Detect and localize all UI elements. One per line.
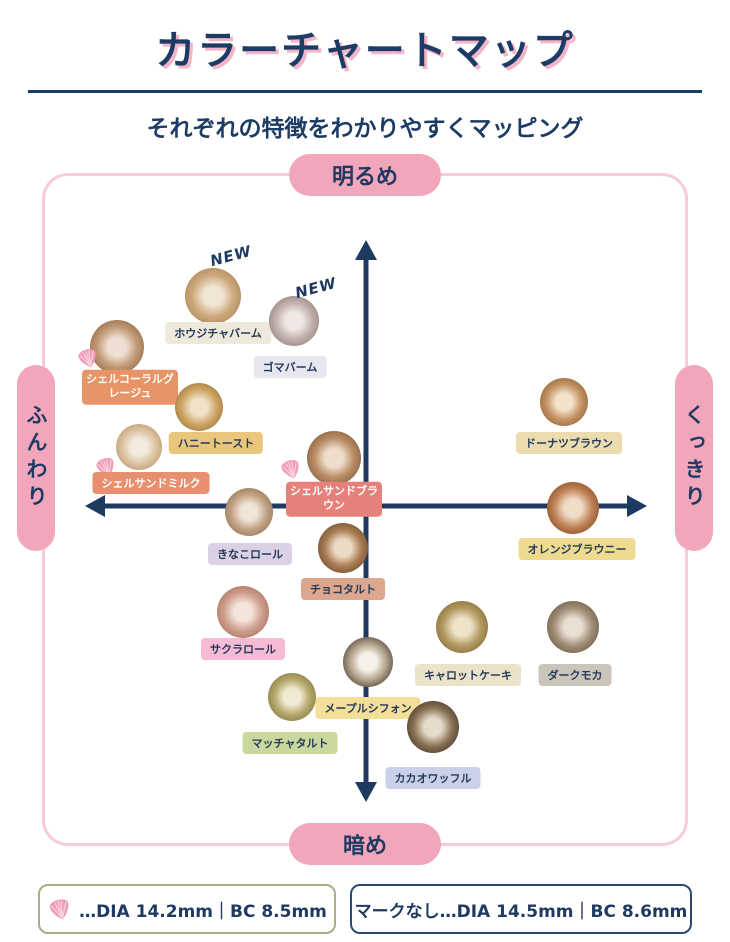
product-label: サクラロール — [201, 638, 285, 660]
page-subtitle: それぞれの特徴をわかりやすくマッピング — [146, 116, 584, 142]
legend-shell-text: …DIA 14.2mm｜BC 8.5mm — [79, 901, 327, 922]
product-label: カカオワッフル — [385, 767, 481, 789]
product-label: メープルシフォン — [315, 697, 421, 719]
lens-swatch — [175, 383, 223, 431]
product-label: オレンジブラウニー — [518, 538, 636, 560]
product-label: マッチャタルト — [242, 732, 338, 754]
legend-shell-box: …DIA 14.2mm｜BC 8.5mm — [38, 884, 336, 934]
axis-label-sharp: くっきり — [675, 365, 713, 551]
axis-label-soft: ふんわり — [17, 365, 55, 551]
shell-icon — [44, 893, 76, 925]
product-label: シェルサンドミルク — [92, 472, 210, 494]
lens-swatch — [225, 488, 273, 536]
lens-swatch — [268, 673, 316, 721]
lens-swatch — [407, 701, 459, 753]
product-label: ホウジチャバーム — [165, 322, 271, 344]
product-label: シェルコーラルグレージュ — [82, 369, 178, 405]
axis-label-dark: 暗め — [289, 823, 441, 865]
product-label: ドーナツブラウン — [516, 432, 622, 454]
lens-swatch — [318, 523, 368, 573]
lens-swatch — [547, 482, 599, 534]
legend-nomark-text: マークなし…DIA 14.5mm｜BC 8.6mm — [354, 901, 688, 922]
lens-swatch — [90, 320, 144, 374]
chart-area: 明るめ 暗め ふんわり くっきり NEW ホウジチャバーム NEW ゴマバーム … — [17, 154, 713, 865]
lens-swatch — [540, 378, 588, 426]
product-label: キャロットケーキ — [415, 664, 521, 686]
lens-swatch — [217, 586, 269, 638]
legend: …DIA 14.2mm｜BC 8.5mm マークなし…DIA 14.5mm｜BC… — [38, 884, 692, 934]
product-label: きなこロール — [208, 543, 292, 565]
title-block: カラーチャートマップ — [28, 0, 702, 93]
lens-swatch — [269, 296, 319, 346]
axis-label-bright: 明るめ — [289, 154, 441, 196]
lens-swatch — [116, 424, 162, 470]
page-title: カラーチャートマップ — [155, 28, 575, 74]
legend-nomark-box: マークなし…DIA 14.5mm｜BC 8.6mm — [350, 884, 692, 934]
lens-swatch — [343, 637, 393, 687]
product-label: シェルサンドブラウン — [286, 481, 382, 517]
product-label: ダークモカ — [538, 664, 612, 686]
product-label: ゴマバーム — [253, 356, 327, 378]
lens-swatch — [307, 431, 361, 485]
product-label: ハニートースト — [168, 432, 264, 454]
lens-swatch — [547, 601, 599, 653]
product-label: チョコタルト — [301, 578, 385, 600]
lens-swatch — [185, 268, 241, 324]
lens-swatch — [436, 601, 488, 653]
